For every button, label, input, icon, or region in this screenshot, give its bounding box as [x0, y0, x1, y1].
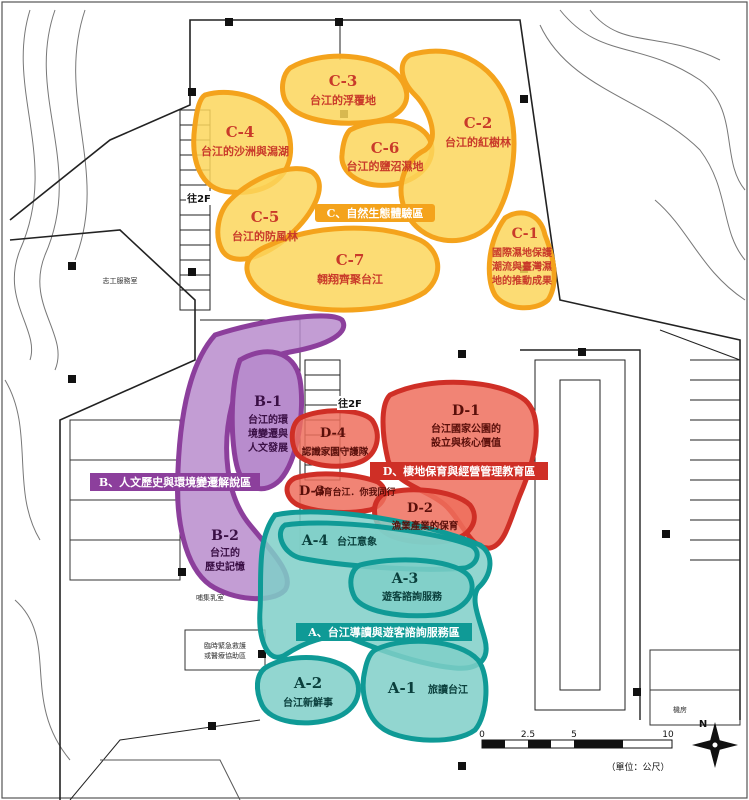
zone-a1-name: 旅讀台江 [428, 683, 468, 696]
zone-a3-shape[interactable] [348, 557, 475, 619]
area-band-c-background [315, 204, 435, 222]
zone-d3-shape[interactable] [284, 471, 388, 515]
zone-c6-code: C-6 [371, 139, 400, 157]
scale-tick-0: 0 [479, 730, 485, 740]
zone-c1-code: C-1 [512, 226, 539, 242]
zone-a1-code: A-1 [387, 679, 416, 697]
zone-c7-name: 翱翔齊聚台江 [317, 272, 383, 286]
scale-unit: （單位：公尺） [606, 761, 669, 773]
zone-c3-name: 台江的浮覆地 [310, 93, 376, 107]
compass-rose: N [692, 719, 738, 768]
zone-b2-name-line-2: 歷史記憶 [205, 560, 245, 573]
stair-label-middle: 往2F [338, 397, 362, 410]
area-band-b-background [90, 473, 260, 491]
zone-d1-code: D-1 [452, 403, 480, 419]
room-label-electric: 機房 [673, 705, 687, 714]
area-bands: C、自然生態體驗區 B、人文歷史與環境變遷解說區 D、棲地保育與經營管理教育區 … [90, 204, 548, 641]
zone-c6-name: 台江的鹽沼濕地 [347, 159, 424, 173]
zone-c2-shape[interactable] [398, 48, 517, 243]
zone-c3-code: C-3 [329, 72, 358, 90]
zone-group-c [191, 48, 557, 313]
zone-a3-code: A-3 [391, 571, 418, 587]
zone-c2-name: 台江的紅樹林 [445, 135, 511, 149]
scale-tick-2-5: 2.5 [521, 730, 535, 740]
zone-a2-shape[interactable] [255, 655, 361, 726]
area-band-b-label: B、人文歷史與環境變遷解說區 [99, 475, 251, 489]
zone-d1-name-line-2: 設立與核心價值 [431, 436, 501, 449]
zone-a4-name: 台江意象 [337, 535, 377, 548]
zone-b2-name-line-1: 台江的 [210, 546, 240, 559]
zone-c1-name-line-1: 國際濕地保護 [492, 246, 553, 259]
area-band-a-background [296, 623, 472, 641]
zone-d4-code: D-4 [320, 426, 346, 441]
stair-label-upper: 往2F [187, 192, 211, 205]
compass-north-label: N [699, 719, 707, 730]
zone-c7-shape[interactable] [244, 225, 441, 313]
zone-d1-name-line-1: 台江國家公園的 [431, 422, 501, 435]
zone-c5-name: 台江的防風林 [232, 229, 298, 243]
zone-a2-code: A-2 [293, 674, 322, 692]
zone-d3-code: D-3 [299, 484, 325, 499]
zone-a2-name: 台江新鮮事 [283, 696, 333, 709]
zone-c4-name: 台江的沙洲與潟湖 [201, 144, 289, 158]
area-band-c-label: C、自然生態體驗區 [327, 206, 424, 220]
zone-d2-name: 漁業產業的保育 [392, 520, 459, 532]
zone-d4-shape[interactable] [289, 408, 380, 469]
zone-labels-b: B-1 台江的環 境變遷與 人文發展 B-2 台江的 歷史記憶 [205, 394, 289, 573]
zone-b1-name-line-3: 人文發展 [248, 441, 288, 454]
room-label-medical-line-1: 臨時緊急救護 [204, 641, 246, 650]
scale-tick-10: 10 [662, 730, 674, 740]
zone-b2-code: B-2 [211, 528, 239, 544]
zone-d4-name: 認識家園守護隊 [302, 446, 369, 458]
zone-c1-name-line-3: 地的推動成果 [492, 274, 553, 287]
room-label-medical-line-2: 或醫療協助區 [204, 651, 246, 660]
area-band-d-label: D、棲地保育與經營管理教育區 [383, 464, 536, 478]
zone-c5-code: C-5 [251, 208, 280, 226]
zone-d3-name: 保育台江．你我同行 [313, 486, 395, 498]
zone-labels-c: C-4 台江的沙洲與潟湖 C-3 台江的浮覆地 C-6 台江的鹽沼濕地 C-2 … [201, 72, 553, 287]
zone-c2-code: C-2 [464, 114, 493, 132]
scale-tick-5: 5 [571, 730, 577, 740]
room-label-office: 志工服務室 [103, 276, 138, 285]
zone-d2-code: D-2 [407, 501, 433, 516]
zone-c7-code: C-7 [336, 251, 365, 269]
zone-b1-code: B-1 [254, 394, 282, 410]
area-band-d-background [370, 462, 548, 480]
zone-a1-shape[interactable] [360, 638, 489, 743]
scale-bar: 0 2.5 5 10 （單位：公尺） [479, 730, 674, 773]
zone-a3-name: 遊客諮詢服務 [382, 590, 443, 603]
area-band-a-label: A、台江導讀與遊客諮詢服務區 [307, 625, 460, 639]
zone-a4-code: A-4 [301, 533, 329, 549]
zone-c1-name-line-2: 潮流與臺灣濕 [492, 260, 552, 273]
zone-c4-code: C-4 [226, 123, 255, 141]
zone-b1-name-line-2: 境變遷與 [248, 427, 288, 440]
zone-b1-shape[interactable] [229, 349, 305, 492]
zone-b1-name-line-1: 台江的環 [248, 413, 289, 426]
zone-labels-d: D-1 台江國家公園的 設立與核心價值 D-4 認識家園守護隊 D-3 保育台江… [299, 403, 501, 532]
zone-c1-shape[interactable] [486, 210, 557, 311]
zone-labels-a: A-4 台江意象 A-3 遊客諮詢服務 A-2 台江新鮮事 A-1 旅讀台江 [283, 533, 468, 709]
room-label-nursing: 哺集乳室 [196, 593, 224, 602]
zone-a4-shape[interactable] [278, 520, 480, 572]
plan-labels: 往2F 往2F 志工服務室 哺集乳室 臨時緊急救護 或醫療協助區 機房 [103, 191, 687, 714]
